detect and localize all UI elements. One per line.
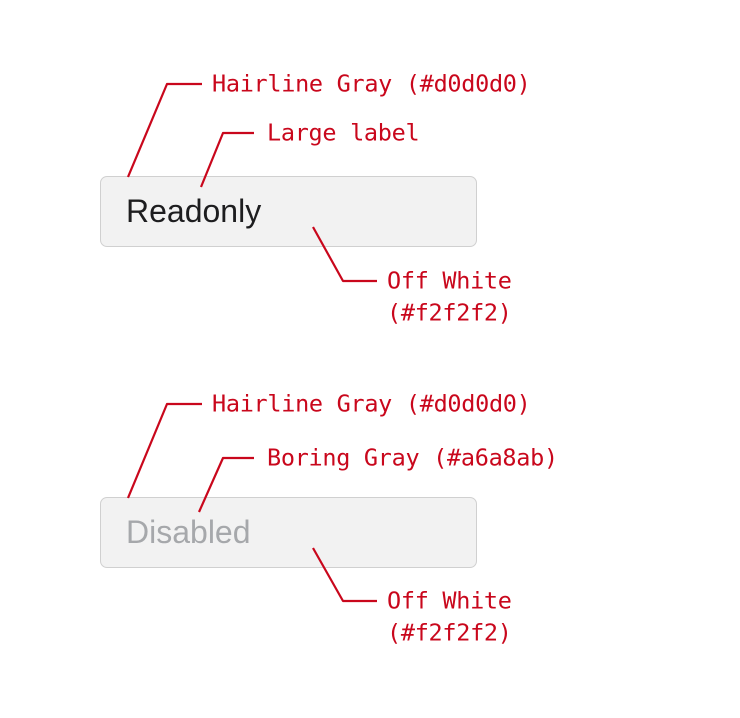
disabled-text-input: [100, 497, 477, 568]
readonly-text-input[interactable]: [100, 176, 477, 247]
annotation-label-readonly: Large label: [267, 118, 420, 147]
annotation-label-disabled: Boring Gray (#a6a8ab): [267, 443, 558, 472]
leader-line-border-readonly: [126, 82, 202, 178]
annotation-bg-color-readonly-line1: Off White: [387, 266, 512, 295]
annotation-bg-color-disabled-line2: (#f2f2f2): [387, 618, 512, 647]
annotation-border-color-readonly: Hairline Gray (#d0d0d0): [212, 69, 531, 98]
annotation-bg-color-disabled-line1: Off White: [387, 586, 512, 615]
annotation-bg-color-readonly-line2: (#f2f2f2): [387, 298, 512, 327]
annotation-border-color-disabled: Hairline Gray (#d0d0d0): [212, 389, 531, 418]
leader-line-border-disabled: [126, 402, 202, 499]
